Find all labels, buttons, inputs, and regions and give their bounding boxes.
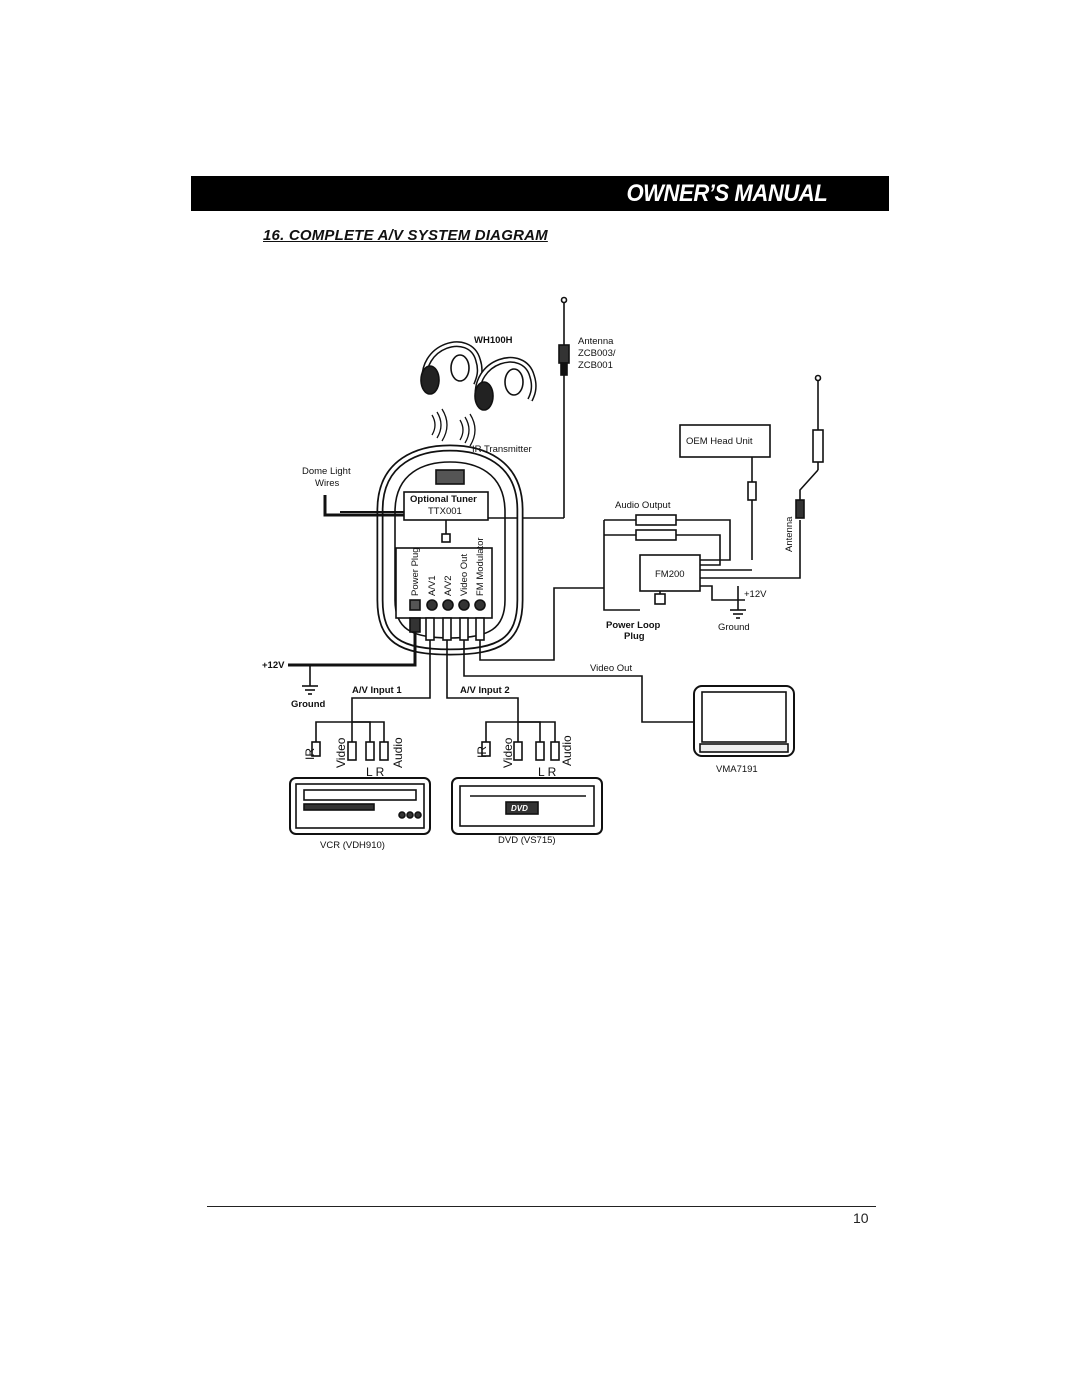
manual-title: OWNER’S MANUAL bbox=[626, 180, 827, 207]
fm200-label: FM200 bbox=[655, 569, 685, 580]
vcr-audio-label: Audio bbox=[391, 737, 405, 768]
side-antenna-label: Antenna bbox=[784, 516, 795, 552]
tuner-label-line2: TTX001 bbox=[428, 506, 462, 517]
ir-wave-icon bbox=[431, 408, 476, 447]
fm-ground-label: Ground bbox=[718, 622, 750, 633]
antenna-label-line1: Antenna bbox=[578, 336, 614, 347]
dvd-ir-label: IR bbox=[475, 746, 489, 758]
dvd-video-label: Video bbox=[501, 737, 515, 768]
dome-light-label-line1: Dome Light bbox=[302, 466, 351, 477]
vcr-label: VCR (VDH910) bbox=[320, 840, 385, 851]
section-title: 16. COMPLETE A/V SYSTEM DIAGRAM bbox=[263, 227, 548, 244]
headphones-label: WH100H bbox=[474, 335, 513, 346]
av-input-1-label: A/V Input 1 bbox=[352, 685, 402, 696]
power-loop-label-line1: Power Loop bbox=[606, 620, 661, 631]
video-out-label: Video Out bbox=[590, 663, 632, 674]
monitor-icon bbox=[693, 685, 795, 757]
header-bar: OWNER’S MANUAL bbox=[191, 176, 889, 211]
dvd-player-icon bbox=[451, 777, 603, 835]
vcr-icon bbox=[289, 777, 431, 835]
dvd-audio-label: Audio bbox=[560, 735, 574, 766]
oem-head-unit-label: OEM Head Unit bbox=[686, 436, 753, 447]
dvd-logo: DVD bbox=[511, 804, 528, 813]
dvd-lr-label: L R bbox=[538, 765, 557, 779]
dvd-label: DVD (VS715) bbox=[498, 835, 556, 846]
headphones-icon bbox=[420, 341, 537, 411]
vcr-ir-label: IR bbox=[303, 748, 317, 760]
page-number: 10 bbox=[853, 1210, 869, 1226]
vcr-lr-label: L R bbox=[366, 765, 385, 779]
side-antenna-icon bbox=[795, 374, 824, 519]
port-av1-label: A/V1 bbox=[427, 575, 438, 596]
antenna-label-line2: ZCB003/ bbox=[578, 348, 616, 359]
port-power-plug-label: Power Plug bbox=[410, 547, 421, 596]
port-fm-modulator-label: FM Modulator bbox=[475, 537, 486, 596]
power-loop-label-line2: Plug bbox=[624, 631, 645, 642]
port-av2-label: A/V2 bbox=[443, 575, 454, 596]
dome-light-label-line2: Wires bbox=[315, 478, 340, 489]
tuner-label-line1: Optional Tuner bbox=[410, 494, 477, 505]
fm-12v-label: +12V bbox=[744, 589, 767, 600]
antenna-icon bbox=[488, 296, 570, 519]
ir-transmitter-label: IR Transmitter bbox=[472, 444, 532, 455]
main-12v-label: +12V bbox=[262, 660, 285, 671]
audio-output-label: Audio Output bbox=[615, 500, 671, 511]
vcr-video-label: Video bbox=[334, 737, 348, 768]
antenna-label-line3: ZCB001 bbox=[578, 360, 613, 371]
main-ground-label: Ground bbox=[291, 699, 325, 710]
av-input-2-label: A/V Input 2 bbox=[460, 685, 510, 696]
footer-rule bbox=[207, 1206, 876, 1207]
port-video-out-label: Video Out bbox=[459, 554, 470, 596]
monitor-label: VMA7191 bbox=[716, 764, 758, 775]
